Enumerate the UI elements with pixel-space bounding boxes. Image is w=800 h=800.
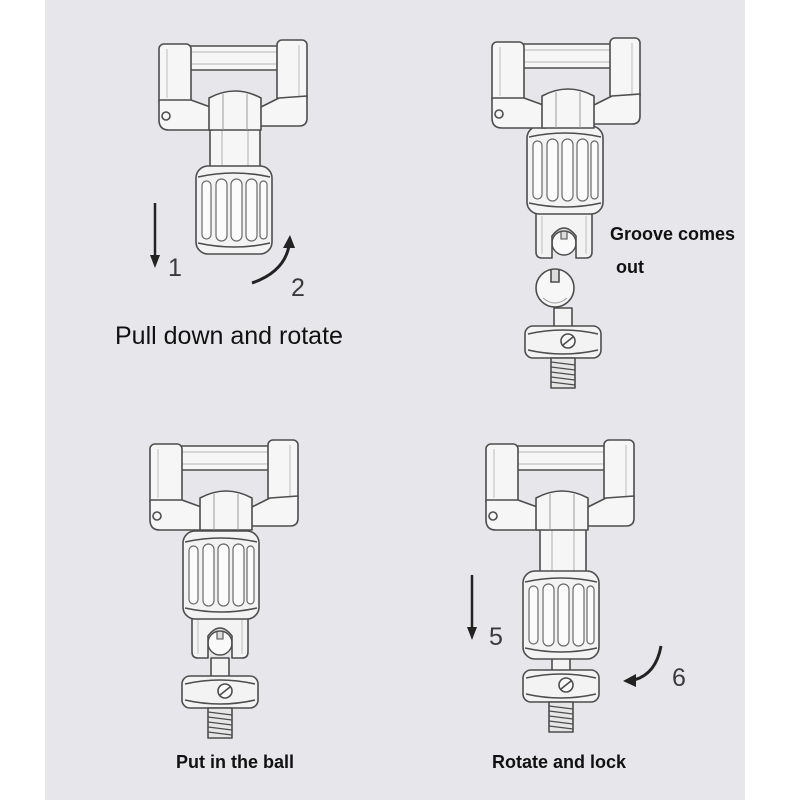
step-number-5: 5 — [489, 623, 503, 651]
knurled-nut — [526, 125, 604, 215]
rotate-arrow — [251, 235, 295, 285]
panel-4-rotate-lock — [467, 439, 663, 733]
mount-ball — [535, 268, 575, 308]
panel-3-put-in-ball — [149, 439, 299, 739]
clamp-handle — [158, 39, 308, 131]
rotate-arrow — [623, 645, 663, 687]
mount-base — [181, 657, 259, 739]
clamp-handle — [485, 439, 635, 531]
down-arrow — [150, 203, 160, 268]
caption-groove-line1: Groove comes — [610, 224, 736, 244]
clamp-handle — [149, 439, 299, 531]
step-number-6: 6 — [672, 664, 686, 692]
panel-1-pull-down-rotate — [150, 39, 308, 285]
knurled-nut — [182, 530, 260, 620]
diagram-background — [45, 0, 745, 800]
caption-pull-down-rotate: Pull down and rotate — [115, 322, 343, 350]
caption-groove-line2: out — [616, 257, 644, 277]
mount-base — [524, 307, 602, 389]
socket-ball — [551, 230, 577, 256]
down-arrow — [467, 575, 477, 640]
panel-2-groove-comes-out — [491, 37, 641, 389]
step-number-1: 1 — [168, 254, 182, 282]
caption-put-in-ball: Put in the ball — [176, 752, 295, 772]
knurled-nut — [522, 570, 600, 660]
shaft — [209, 123, 261, 171]
clamp-handle — [491, 37, 641, 129]
socket-ball — [207, 630, 233, 656]
mount-base — [522, 651, 600, 733]
knurled-nut — [195, 165, 273, 255]
step-number-2: 2 — [291, 274, 305, 302]
caption-rotate-lock: Rotate and lock — [492, 752, 627, 772]
